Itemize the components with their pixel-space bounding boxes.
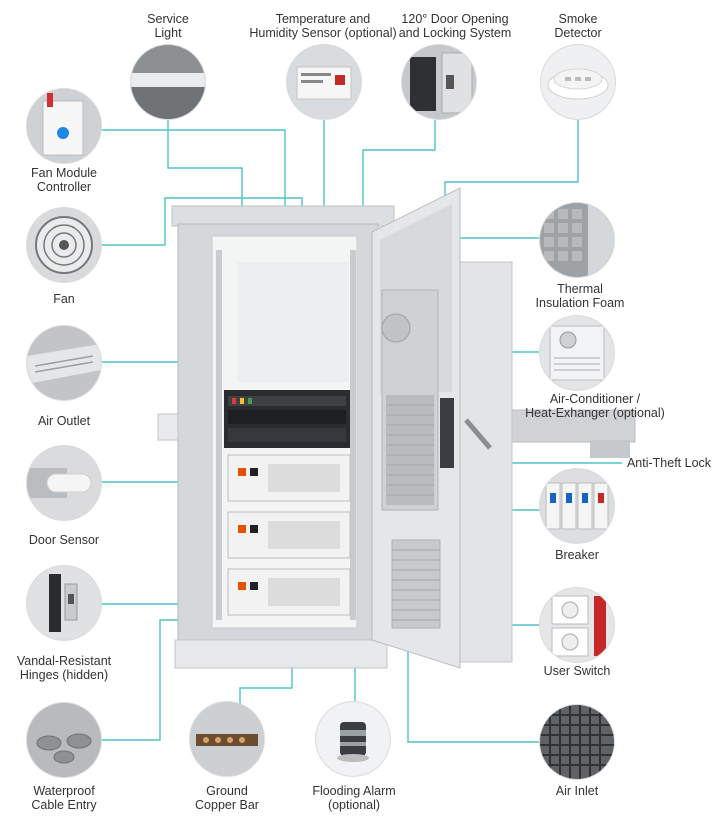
flooding-alarm-image [316, 702, 390, 776]
user-switch-image [540, 588, 614, 662]
battery-module-2 [227, 511, 351, 559]
label-user-switch: User Switch [543, 664, 611, 678]
breaker-image [540, 469, 614, 543]
battery-module-3 [227, 568, 351, 616]
line-door-system [362, 120, 436, 240]
label-breaker: Breaker [555, 548, 599, 562]
door-system-image [402, 45, 476, 119]
hinges-image [27, 566, 101, 640]
cable-entry-image [27, 703, 101, 777]
label-fan: Fan [53, 292, 75, 306]
door-lock-handle [440, 398, 454, 468]
service-light-image [131, 45, 205, 119]
air-inlet-image [540, 705, 614, 779]
cabinet-plinth [174, 639, 388, 669]
fan-controller-image [27, 89, 101, 163]
air-conditioner-image [540, 316, 614, 390]
label-air-inlet: Air Inlet [555, 784, 599, 798]
label-air-outlet: Air Outlet [37, 414, 91, 428]
label-flooding-alarm: Flooding Alarm(optional) [312, 784, 396, 812]
door-air-inlet-grille [391, 539, 441, 629]
smoke-detector-image [541, 45, 615, 119]
label-air-conditioner: Air-Conditioner /Heat-Exhanger (optional… [525, 392, 665, 420]
mounting-bracket [504, 409, 636, 443]
insulation-foam-image [540, 203, 614, 277]
label-door-sensor: Door Sensor [28, 533, 100, 547]
battery-module-1 [227, 454, 351, 502]
air-outlet-image [27, 326, 101, 400]
door-sensor-image [27, 446, 101, 520]
cabinet-roof [171, 205, 395, 227]
fan-image [27, 208, 101, 282]
copper-bar-image [190, 702, 264, 776]
label-anti-theft-lock: Anti-Theft Lock [626, 456, 712, 470]
side-panel [459, 261, 513, 663]
temp-sensor-image [287, 45, 361, 119]
